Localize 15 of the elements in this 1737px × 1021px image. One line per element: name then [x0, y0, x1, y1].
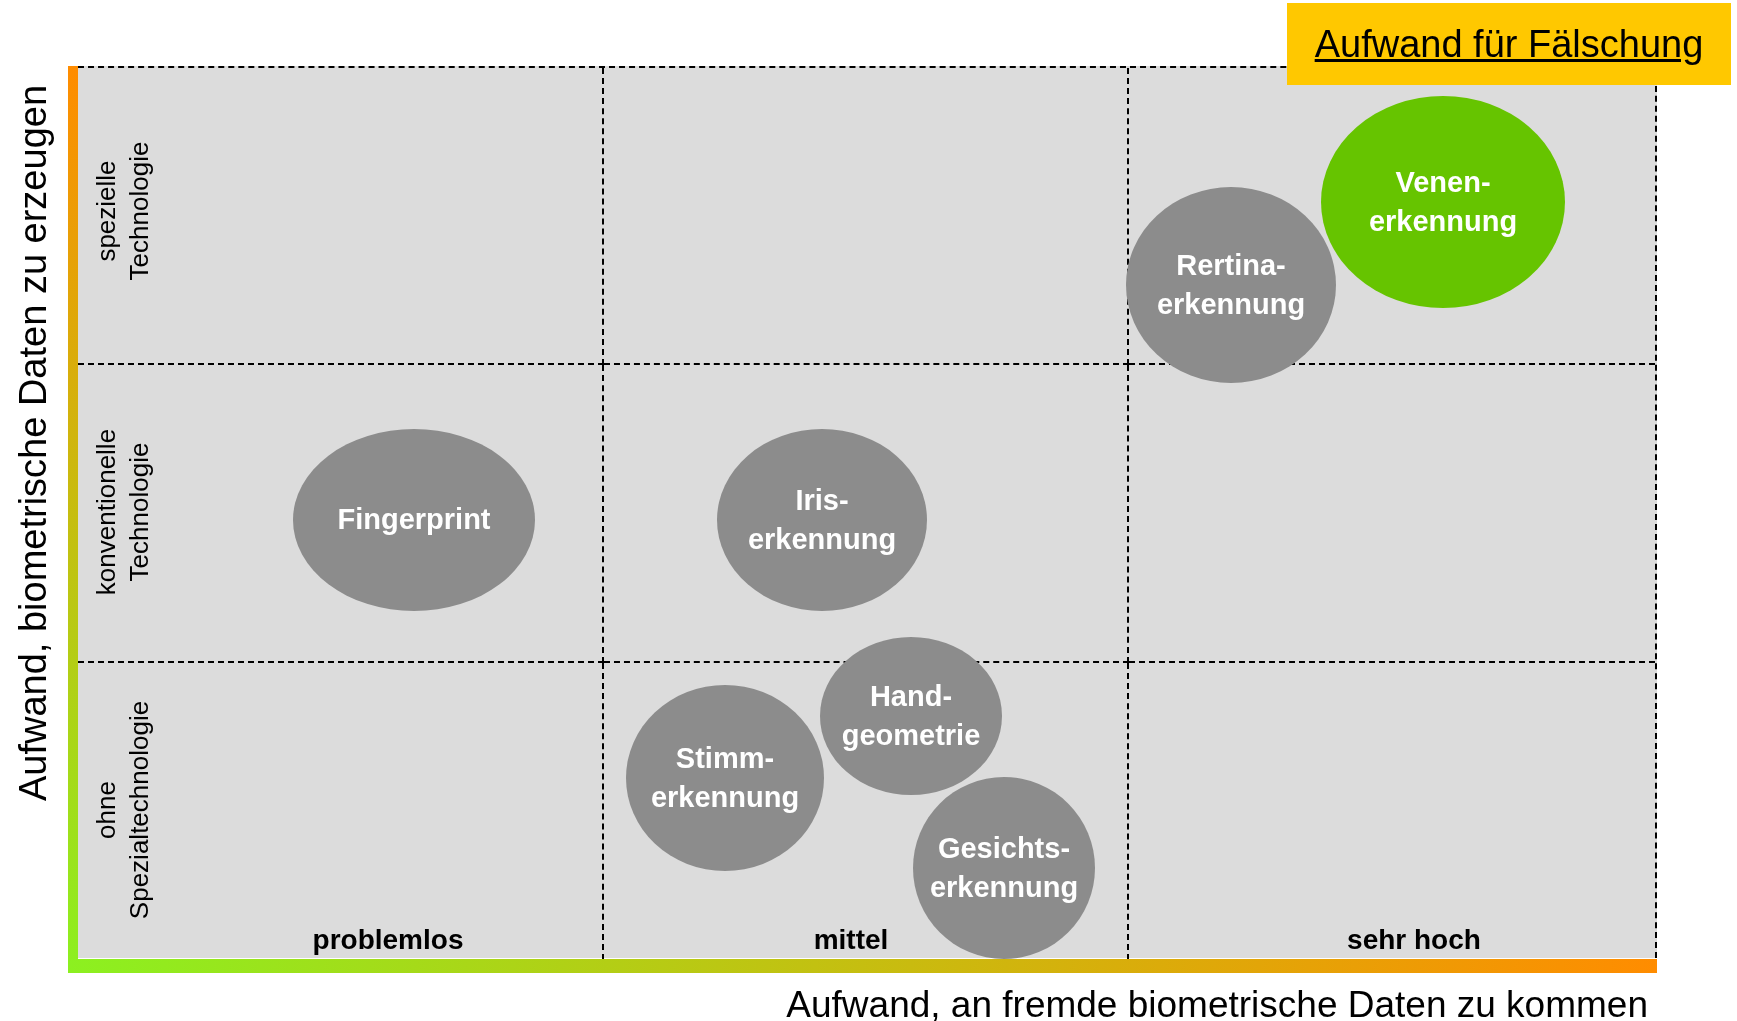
row-label: spezielle Technologie — [89, 140, 154, 283]
method-label: Stimm- erkennung — [649, 740, 801, 815]
method-label: Hand- geometrie — [840, 678, 982, 753]
column-label: mittel — [813, 923, 889, 957]
axis-title-box: Aufwand für Fälschung — [1287, 3, 1731, 85]
column-label: sehr hoch — [1347, 923, 1481, 957]
row-label: ohne Spezialtechnologie — [89, 699, 154, 922]
method-label: Fingerprint — [337, 502, 491, 538]
y-axis-title: Aufwand, biometrische Daten zu erzeugen — [10, 84, 55, 802]
row-label: konventionelle Technologie — [89, 427, 154, 598]
method-label: Venen- erkennung — [1367, 164, 1519, 239]
method-label: Rertina- erkennung — [1155, 247, 1307, 322]
method-label: Gesichts- erkennung — [928, 830, 1080, 905]
method-label: Iris- erkennung — [746, 482, 898, 557]
column-label: problemlos — [312, 923, 464, 957]
